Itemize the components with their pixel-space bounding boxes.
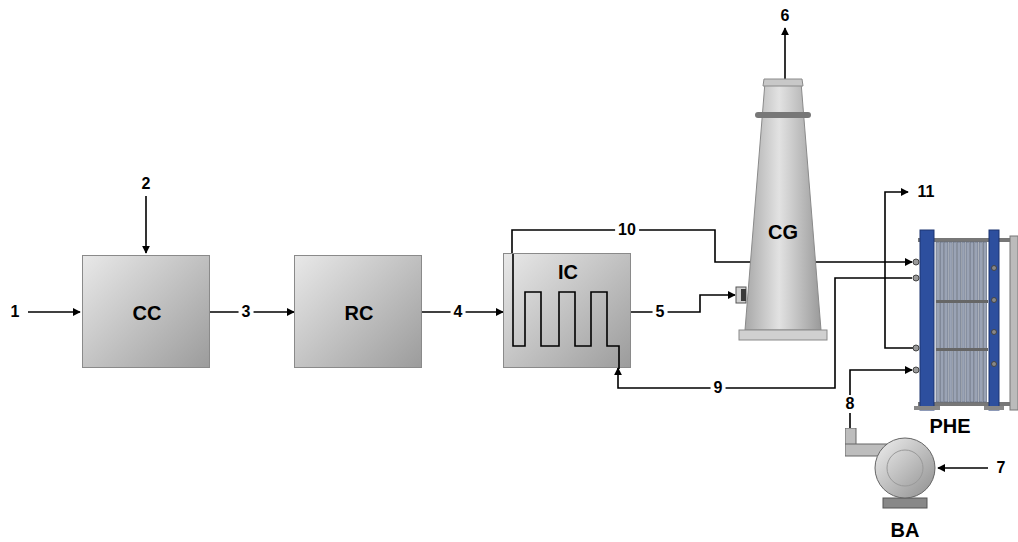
nozzle-flange [741, 289, 746, 301]
process-box: RC [294, 255, 422, 368]
stream-number: 3 [239, 303, 254, 321]
stack [745, 82, 821, 330]
plate-heat-exchanger-drawing [912, 228, 1018, 440]
stream-number: 8 [843, 395, 858, 413]
stream-number: 1 [8, 303, 23, 321]
node-label: IC [558, 260, 578, 284]
flow-connector [631, 295, 735, 312]
stream-number: 10 [615, 221, 639, 239]
process-box: IC [503, 253, 631, 368]
stream-line [784, 28, 786, 80]
stream-number: 7 [994, 459, 1009, 477]
flow-connector [850, 370, 912, 428]
stream-line [28, 311, 80, 313]
stream-number: 11 [915, 183, 938, 201]
stream-number: 9 [711, 379, 726, 397]
pump-impeller [887, 450, 923, 486]
node-label: BA [891, 518, 920, 542]
stack-base [739, 330, 827, 340]
node-label: CC [133, 301, 162, 325]
stream-line [938, 467, 988, 469]
node-label: PHE [929, 414, 970, 438]
stream-number: 4 [451, 303, 466, 321]
process-box: CC [82, 255, 210, 368]
nozzle [736, 287, 746, 303]
stack-band [755, 112, 811, 118]
chimney-shape-drawing [735, 78, 830, 344]
pump-base [883, 498, 927, 508]
pump-symbol: BA [845, 428, 945, 542]
node-label: CG [768, 220, 798, 244]
stream-line [885, 192, 913, 348]
stack-lip [763, 79, 803, 86]
stream-number: 2 [139, 175, 154, 193]
stream-number: 5 [653, 303, 668, 321]
node-label: RC [345, 301, 374, 325]
coil [513, 254, 619, 369]
stream-line [145, 196, 147, 253]
chimney-shape: CG [735, 78, 830, 344]
stream-number: 6 [778, 7, 793, 25]
plate-heat-exchanger: PHE [912, 228, 1018, 440]
pump-casing [875, 438, 935, 498]
